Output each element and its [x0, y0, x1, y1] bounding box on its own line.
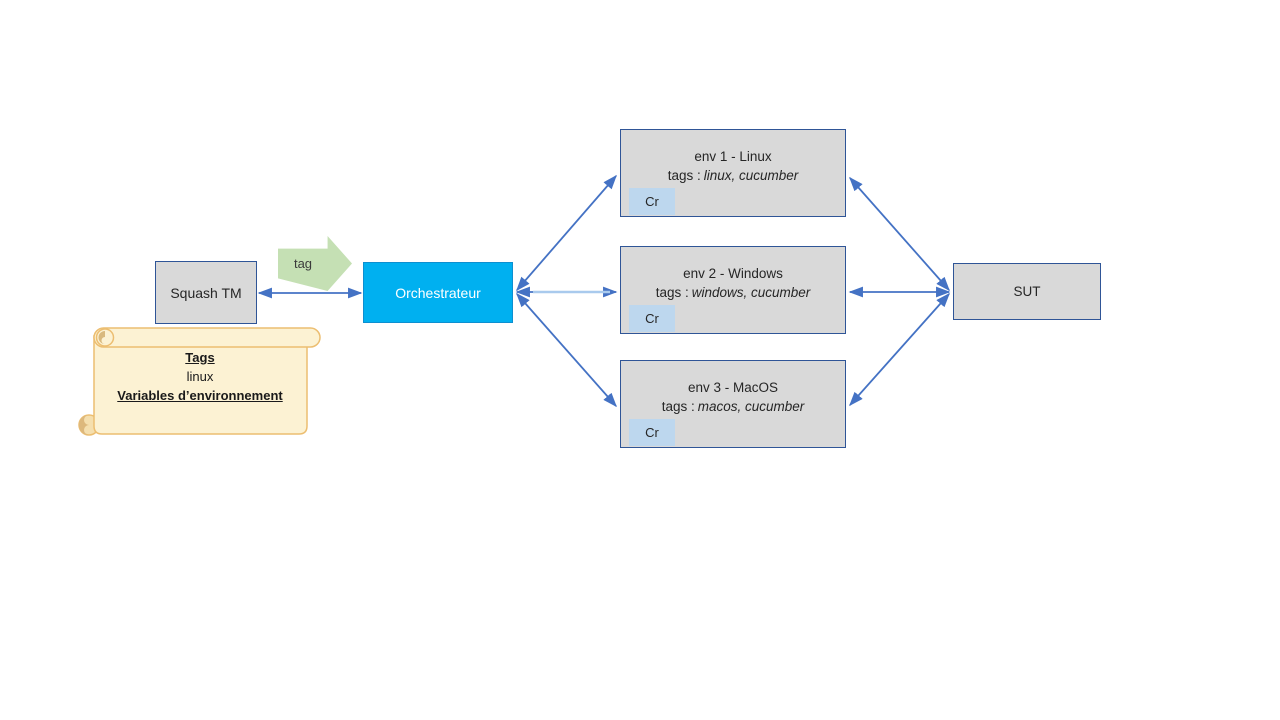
arrow-orchestrator-env1 — [516, 174, 617, 292]
scroll-bottom-roll-shade — [79, 415, 89, 435]
env2-tags: tags :windows, cucumber — [621, 283, 845, 302]
scroll-top-strip — [93, 327, 321, 348]
scroll-body — [93, 335, 308, 435]
tag-label: tag — [293, 256, 313, 271]
note-tags-heading: Tags — [185, 350, 215, 365]
env3-tags: tags :macos, cucumber — [621, 397, 845, 416]
orchestrator-box: Orchestrateur — [363, 262, 513, 323]
env1-box: env 1 - Linux tags :linux, cucumber Cr — [620, 129, 846, 217]
env1-tags: tags :linux, cucumber — [621, 166, 845, 185]
note-tag-value: linux — [186, 369, 214, 384]
env3-tags-value: macos, cucumber — [697, 399, 805, 414]
sut-label: SUT — [1013, 284, 1041, 299]
scroll-curl-shade — [98, 331, 105, 344]
env1-tags-value: linux, cucumber — [703, 168, 799, 183]
env2-tags-label: tags : — [655, 285, 689, 300]
env2-box: env 2 - Windows tags :windows, cucumber … — [620, 246, 846, 334]
env1-title: env 1 - Linux — [694, 149, 772, 164]
note-env-vars-heading: Variables d’environnement — [117, 388, 283, 403]
scroll-shape — [78, 327, 321, 436]
env3-cr-badge: Cr — [629, 419, 675, 446]
arrow-env3-sut — [849, 292, 950, 407]
squash-tm-label: Squash TM — [170, 284, 242, 301]
arrow-orchestrator-env3 — [516, 292, 617, 408]
arrow-env1-sut — [849, 176, 950, 292]
env2-tags-value: windows, cucumber — [691, 285, 811, 300]
env3-title: env 3 - MacOS — [687, 380, 779, 395]
scroll-note-text: Tags linux Variables d’environnement — [93, 348, 307, 405]
env1-cr-badge: Cr — [629, 188, 675, 215]
env1-tags-label: tags : — [667, 168, 701, 183]
sut-box: SUT — [953, 263, 1101, 320]
env3-box: env 3 - MacOS tags :macos, cucumber Cr — [620, 360, 846, 448]
env2-cr-badge: Cr — [629, 305, 675, 332]
env3-tags-label: tags : — [661, 399, 695, 414]
orchestrator-label: Orchestrateur — [395, 284, 481, 301]
env2-title: env 2 - Windows — [683, 266, 783, 281]
squash-tm-box: Squash TM — [155, 261, 257, 324]
